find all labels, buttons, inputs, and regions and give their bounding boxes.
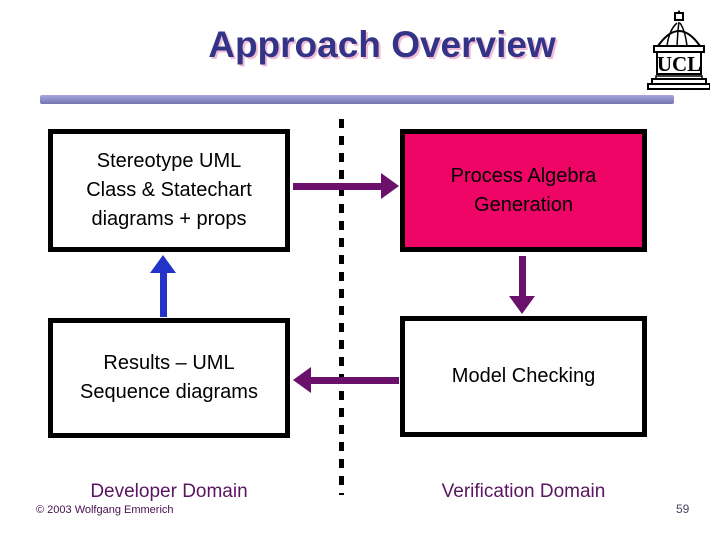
- verification-domain-label: Verification Domain: [441, 481, 606, 502]
- box-text-line: Model Checking: [451, 365, 596, 387]
- arrow-head: [381, 173, 399, 199]
- slide-title: Approach Overview: [208, 24, 556, 65]
- box-model-checking: Model Checking: [400, 316, 647, 437]
- developer-domain-label: Developer Domain: [90, 481, 248, 502]
- arrow-head: [150, 255, 176, 273]
- arrow-up-icon: [150, 255, 176, 317]
- arrow-down-icon: [509, 256, 535, 314]
- box-process-algebra: Process Algebra Generation: [400, 129, 647, 252]
- arrow-left-icon: [293, 367, 399, 393]
- box-text-line: Sequence diagrams: [80, 381, 258, 403]
- copyright-text: © 2003 Wolfgang Emmerich: [36, 504, 174, 516]
- ucl-logo-icon: UCL: [644, 10, 710, 90]
- arrow-shaft: [293, 183, 383, 190]
- ucl-logo-text: UCL: [657, 52, 701, 76]
- box-text-line: Results – UML: [103, 352, 235, 374]
- box-stereotype-uml: Stereotype UML Class & Statechart diagra…: [48, 129, 290, 252]
- title-divider-bar: [40, 95, 674, 104]
- arrow-head: [293, 367, 311, 393]
- box-text-line: Stereotype UML: [96, 150, 242, 172]
- domain-divider-dashed-line: [339, 119, 344, 495]
- box-text-line: Class & Statechart: [86, 179, 252, 201]
- box-text-line: Generation: [474, 193, 573, 216]
- arrow-shaft: [519, 256, 526, 300]
- arrow-head: [509, 296, 535, 314]
- box-text-line: Process Algebra: [450, 164, 597, 187]
- arrow-right-icon: [293, 173, 399, 199]
- arrow-shaft: [160, 269, 167, 317]
- page-number: 59: [676, 502, 690, 516]
- arrow-shaft: [309, 377, 399, 384]
- box-text-line: diagrams + props: [91, 208, 247, 230]
- box-results-uml: Results – UML Sequence diagrams: [48, 318, 290, 438]
